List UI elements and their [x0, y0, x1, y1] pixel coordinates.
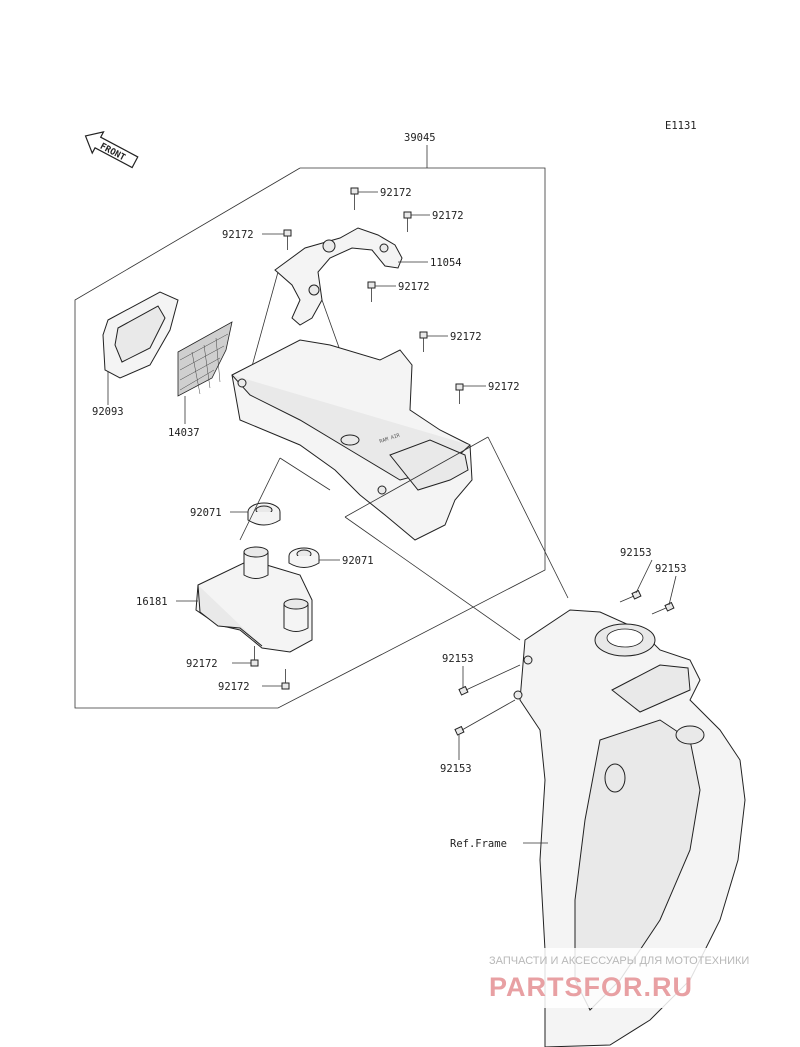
label-92172-b: 92172: [432, 210, 464, 222]
bolt-icon: [350, 187, 359, 210]
frame: [513, 609, 746, 1047]
label-92172-c: 92172: [222, 229, 254, 241]
bolt-icon: [403, 211, 412, 232]
bolt-icon: [651, 601, 675, 615]
screen-14037: [177, 321, 233, 397]
label-92153-b: 92153: [655, 563, 687, 575]
label-ref-frame: Ref.Frame: [450, 838, 507, 850]
label-92153-c: 92153: [442, 653, 474, 665]
bolt-icon: [455, 383, 464, 404]
label-39045: 39045: [404, 132, 436, 144]
label-92172-e: 92172: [450, 331, 482, 343]
label-92172-f: 92172: [488, 381, 520, 393]
label-92071-a: 92071: [190, 507, 222, 519]
watermark-tagline: ЗАПЧАСТИ И АКСЕССУАРЫ ДЛЯ МОТОТЕХНИКИ: [489, 955, 749, 967]
watermark: ЗАПЧАСТИ И АКСЕССУАРЫ ДЛЯ МОТОТЕХНИКИ PA…: [482, 948, 800, 1008]
filter-92093: [102, 291, 179, 379]
label-16181: 16181: [136, 596, 168, 608]
label-92172-g: 92172: [186, 658, 218, 670]
bolt-icon: [250, 646, 259, 667]
grommet-92071-b: [288, 547, 320, 568]
diagram-code: E1131: [665, 120, 697, 132]
label-14037: 14037: [168, 427, 200, 439]
air-duct-housing: RAM AIR: [231, 339, 473, 541]
label-92153-d: 92153: [440, 763, 472, 775]
bolt-icon: [619, 589, 642, 603]
label-92153-a: 92153: [620, 547, 652, 559]
label-92172-a: 92172: [380, 187, 412, 199]
label-92172-d: 92172: [398, 281, 430, 293]
label-92093: 92093: [92, 406, 124, 418]
label-92071-b: 92071: [342, 555, 374, 567]
bolt-icon: [281, 669, 290, 690]
grommet-92071-a: [247, 502, 281, 526]
bolt-icon: [283, 229, 292, 250]
label-11054: 11054: [430, 257, 462, 269]
bolt-icon: [458, 664, 521, 696]
front-arrow-icon: FRONT: [84, 131, 139, 169]
assembly-box: [74, 145, 546, 709]
bolt-icon: [454, 699, 516, 736]
tank-16181: [195, 546, 313, 653]
bolt-icon: [367, 281, 376, 302]
watermark-logo: PARTSFOR.RU: [489, 972, 693, 1002]
label-92172-h: 92172: [218, 681, 250, 693]
bolt-icon: [419, 331, 428, 352]
bracket-11054: [274, 227, 403, 326]
